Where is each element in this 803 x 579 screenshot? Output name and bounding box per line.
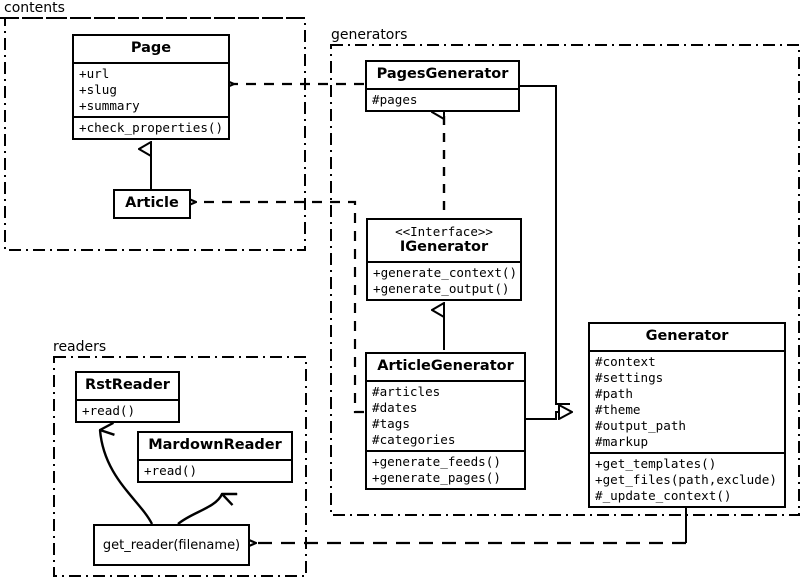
function-label-get-reader: get_reader(filename): [102, 537, 241, 553]
class-title-generator: Generator: [645, 328, 729, 344]
class-title-articlegenerator: ArticleGenerator: [377, 358, 514, 374]
class-method: +read(): [144, 463, 198, 478]
class-attribute: #settings: [595, 370, 664, 385]
class-attributes-generator: #context #settings #path #theme #output_…: [590, 350, 784, 452]
class-box-articlegenerator[interactable]: ArticleGenerator #articles #dates #tags …: [365, 352, 526, 490]
class-attribute: #tags: [372, 416, 410, 431]
class-title-page: Page: [130, 40, 172, 56]
class-attribute: +summary: [79, 98, 140, 113]
class-attributes-pagesgenerator: #pages: [367, 88, 518, 110]
class-box-pagesgenerator[interactable]: PagesGenerator #pages: [365, 60, 520, 112]
class-attribute: #theme: [595, 402, 641, 417]
class-attribute: #dates: [372, 400, 418, 415]
class-title-rstreader: RstReader: [85, 377, 170, 393]
class-box-rstreader[interactable]: RstReader +read(): [75, 371, 180, 423]
class-box-mardownreader[interactable]: MardownReader +read(): [137, 431, 293, 483]
class-methods-articlegenerator: +generate_feeds() +generate_pages(): [367, 450, 524, 488]
class-methods-igenerator: +generate_context() +generate_output(): [368, 261, 520, 299]
class-box-generator[interactable]: Generator #context #settings #path #them…: [588, 322, 786, 508]
class-attribute: #categories: [372, 432, 456, 447]
class-method: +generate_context(): [373, 265, 518, 280]
class-attribute: +slug: [79, 82, 117, 97]
package-label-contents: contents: [4, 0, 65, 16]
class-methods-mardownreader: +read(): [139, 459, 291, 481]
class-method: #_update_context(): [595, 488, 732, 503]
class-method: +generate_output(): [373, 281, 510, 296]
class-methods-generator: +get_templates() +get_files(path,exclude…: [590, 452, 784, 506]
class-method: +read(): [82, 403, 136, 418]
class-method: +check_properties(): [79, 120, 224, 135]
class-methods-rstreader: +read(): [77, 399, 178, 421]
class-stereotype-igenerator: <<Interface>>: [395, 224, 493, 239]
class-title-article: Article: [125, 195, 179, 211]
class-attributes-articlegenerator: #articles #dates #tags #categories: [367, 380, 524, 450]
class-attribute: #markup: [595, 434, 649, 449]
package-label-generators: generators: [331, 27, 408, 43]
class-attribute: +url: [79, 66, 110, 81]
class-attribute: #output_path: [595, 418, 686, 433]
class-attribute: #path: [595, 386, 633, 401]
class-method: +get_templates(): [595, 456, 717, 471]
class-method: +generate_pages(): [372, 470, 501, 485]
class-attribute: #pages: [372, 92, 418, 107]
relation-articlegenerator-to-article: [196, 202, 364, 414]
class-attributes-page: +url +slug +summary: [74, 62, 228, 116]
relation-get-reader-to-rstreader: [100, 430, 154, 525]
class-box-igenerator[interactable]: <<Interface>> IGenerator +generate_conte…: [366, 218, 522, 301]
class-attribute: #context: [595, 354, 656, 369]
package-label-readers: readers: [53, 339, 107, 355]
relation-articlegenerator-to-generator: [526, 412, 572, 420]
class-title-igenerator: IGenerator: [399, 239, 489, 255]
relation-get-reader-to-mardownreader: [177, 494, 222, 525]
class-methods-page: +check_properties(): [74, 116, 228, 138]
class-box-page[interactable]: Page +url +slug +summary +check_properti…: [72, 34, 230, 140]
class-method: +get_files(path,exclude): [595, 472, 777, 487]
function-box-get-reader[interactable]: get_reader(filename): [93, 524, 250, 566]
relation-pagesgenerator-to-generator: [520, 85, 570, 405]
class-attribute: #articles: [372, 384, 441, 399]
class-box-article[interactable]: Article: [113, 189, 191, 219]
class-method: +generate_feeds(): [372, 454, 501, 469]
class-title-mardownreader: MardownReader: [148, 437, 282, 453]
class-title-pagesgenerator: PagesGenerator: [376, 66, 509, 82]
